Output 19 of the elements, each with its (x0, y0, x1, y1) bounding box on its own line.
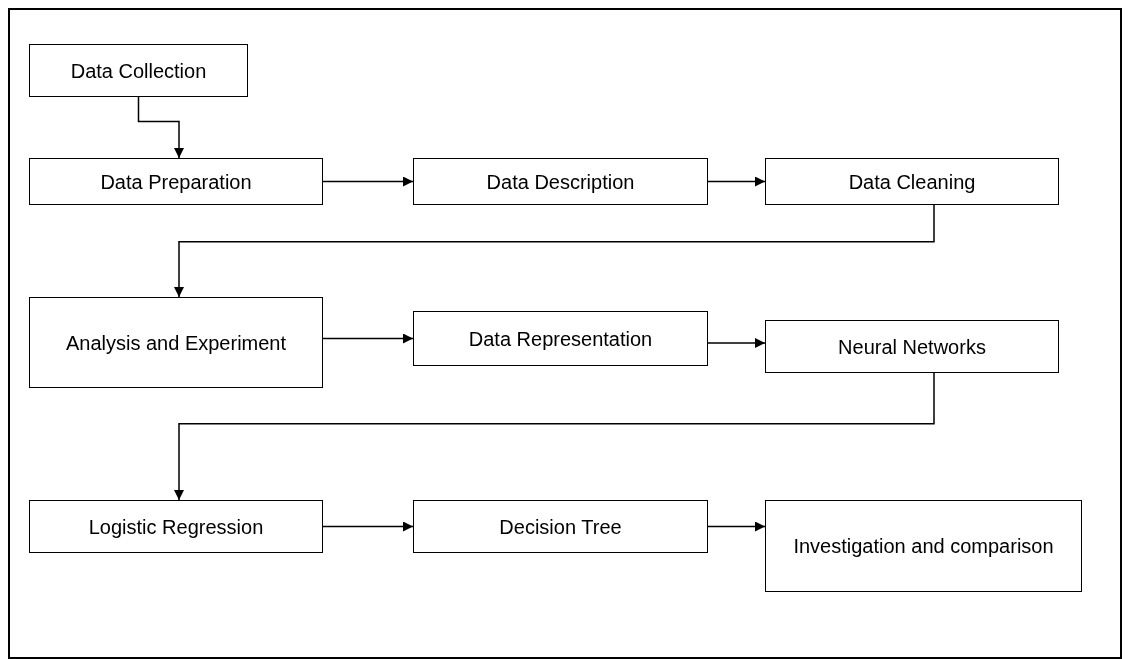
process-box: Investigation and comparison (765, 500, 1082, 592)
arrow (137, 96, 184, 159)
arrow (174, 204, 935, 298)
process-box: Data Collection (29, 44, 248, 97)
process-box: Data Representation (413, 311, 708, 366)
arrow (322, 333, 414, 344)
process-box: Neural Networks (765, 320, 1059, 373)
process-box: Data Preparation (29, 158, 323, 205)
process-box: Data Cleaning (765, 158, 1059, 205)
process-box: Data Description (413, 158, 708, 205)
arrow (707, 176, 766, 187)
arrow (707, 521, 766, 532)
arrow (707, 338, 766, 348)
arrow (174, 372, 935, 501)
process-box: Logistic Regression (29, 500, 323, 553)
arrow (322, 521, 414, 532)
arrow (322, 176, 414, 187)
process-box: Decision Tree (413, 500, 708, 553)
process-box: Analysis and Experiment (29, 297, 323, 388)
